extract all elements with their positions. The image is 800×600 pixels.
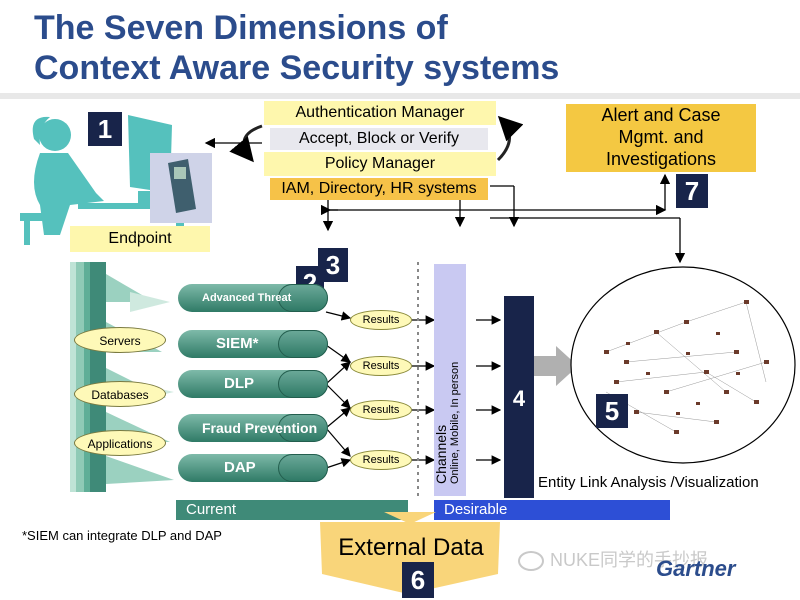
results-oval-2: Results [350,356,412,376]
pill-cap [278,454,328,482]
external-data-arrow-shape [320,512,500,594]
alert-line-2: Mgmt. and [618,127,704,147]
policy-manager-box: Policy Manager [264,152,496,176]
servers-oval: Servers [74,327,166,353]
authentication-manager-box: Authentication Manager [264,101,496,125]
siem-pill: SIEM* [178,330,328,358]
alert-case-box: Alert and Case Mgmt. and Investigations [566,104,756,172]
footnote: *SIEM can integrate DLP and DAP [22,528,222,543]
channels-column: Channels Online, Mobile, In person [433,264,466,496]
channels-title: Channels [433,424,449,484]
dlp-label: DLP [224,375,254,392]
results-oval-3: Results [350,400,412,420]
desirable-bar: Desirable [434,500,670,520]
results-oval-1: Results [350,310,412,330]
entity-link-label: Entity Link Analysis /Visualization [538,474,759,491]
dap-label: DAP [224,459,256,476]
results-oval-4: Results [350,450,412,470]
applications-oval: Applications [74,430,166,456]
alert-line-3: Investigations [605,149,717,169]
title-divider [0,93,800,99]
title-line-2: Context Aware Security systems [34,49,560,87]
fraud-prevention-label: Fraud Prevention [202,420,318,436]
channels-subtitle: Online, Mobile, In person [449,361,461,484]
source-stripes [70,262,174,492]
chat-bubble-icon [518,551,544,572]
databases-oval: Databases [74,381,166,407]
fraud-prevention-pill: Fraud Prevention [178,414,328,442]
external-data-label: External Data [338,534,484,561]
watermark-text: NUKE同学的手抄报 [518,546,708,572]
title-line-1: The Seven Dimensions of [34,9,448,47]
number-5-badge: 5 [596,394,628,428]
dap-pill: DAP [178,454,328,482]
alert-line-1: Alert and Case [601,105,721,125]
user-at-computer-icon [0,105,220,255]
link-analysis-network [570,266,796,464]
advanced-threat-label: Advanced Threat [202,292,292,304]
gartner-logo: Gartner [656,556,736,581]
pill-cap [278,330,328,358]
watermark-label: NUKE同学的手抄报 [550,550,709,570]
analytics-bar [504,296,534,498]
iam-directory-box: IAM, Directory, HR systems [270,178,488,200]
endpoint-label: Endpoint [70,226,210,252]
pill-cap [278,414,328,442]
siem-label: SIEM* [216,335,259,352]
dlp-pill: DLP [178,370,328,398]
current-bar: Current [176,500,408,520]
number-7-badge: 7 [676,174,708,208]
accept-block-verify-box: Accept, Block or Verify [270,128,488,150]
number-1-badge: 1 [88,112,122,146]
number-6-badge: 6 [402,562,434,598]
pill-cap [278,370,328,398]
channels-text: Channels Online, Mobile, In person [433,270,466,490]
advanced-threat-pill: Advanced Threat [178,284,328,312]
number-4-label: 4 [512,386,526,411]
pill-cap [278,284,328,312]
page-title: The Seven Dimensions of Context Aware Se… [34,8,559,88]
